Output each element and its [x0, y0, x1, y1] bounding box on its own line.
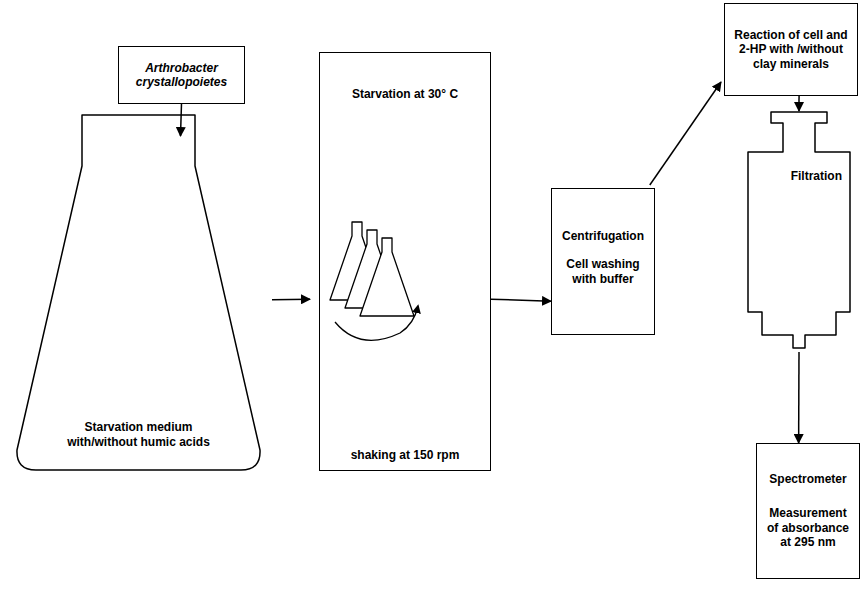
node-label: Spectrometer: [763, 472, 853, 486]
node-label: Filtration: [780, 169, 842, 183]
process-box: Reaction of cell and 2-HP with /without …: [724, 3, 858, 96]
flask-outline: [17, 115, 260, 470]
flow-arrow: [272, 298, 310, 300]
filter-node: Filtration: [746, 111, 852, 349]
filter-outline: [746, 111, 852, 349]
flask-node: Starvation medium with/without humic aci…: [15, 114, 262, 471]
shaking-arrow: [335, 306, 418, 340]
flow-arrow: [650, 82, 721, 185]
shake-flask: [360, 238, 414, 316]
process-box: Starvation at 30° C shaking at 150 rpm: [319, 52, 491, 471]
flow-arrow: [798, 96, 800, 111]
node-note: shaking at 150 rpm: [328, 448, 482, 462]
node-note: Measurement of absorbance at 295 nm: [763, 506, 853, 549]
node-label: Starvation at 30° C: [328, 87, 482, 101]
flow-arrow: [798, 352, 800, 443]
flow-arrow: [180, 104, 181, 136]
node-label: Starvation medium with/without humic aci…: [55, 420, 222, 449]
node-note: Cell washing with buffer: [558, 257, 648, 286]
filter-outline: [748, 112, 850, 348]
node-label: Arthrobacter crystallopoietes: [125, 61, 238, 90]
flask-outline: [15, 114, 262, 471]
organism-box: Arthrobacter crystallopoietes: [118, 46, 245, 104]
process-box: CentrifugationCell washing with buffer: [551, 188, 655, 335]
node-label: Centrifugation: [558, 229, 648, 243]
process-box: SpectrometerMeasurement of absorbance at…: [756, 443, 860, 579]
node-label: Reaction of cell and 2-HP with /without …: [731, 28, 851, 71]
flow-arrow: [491, 299, 551, 301]
